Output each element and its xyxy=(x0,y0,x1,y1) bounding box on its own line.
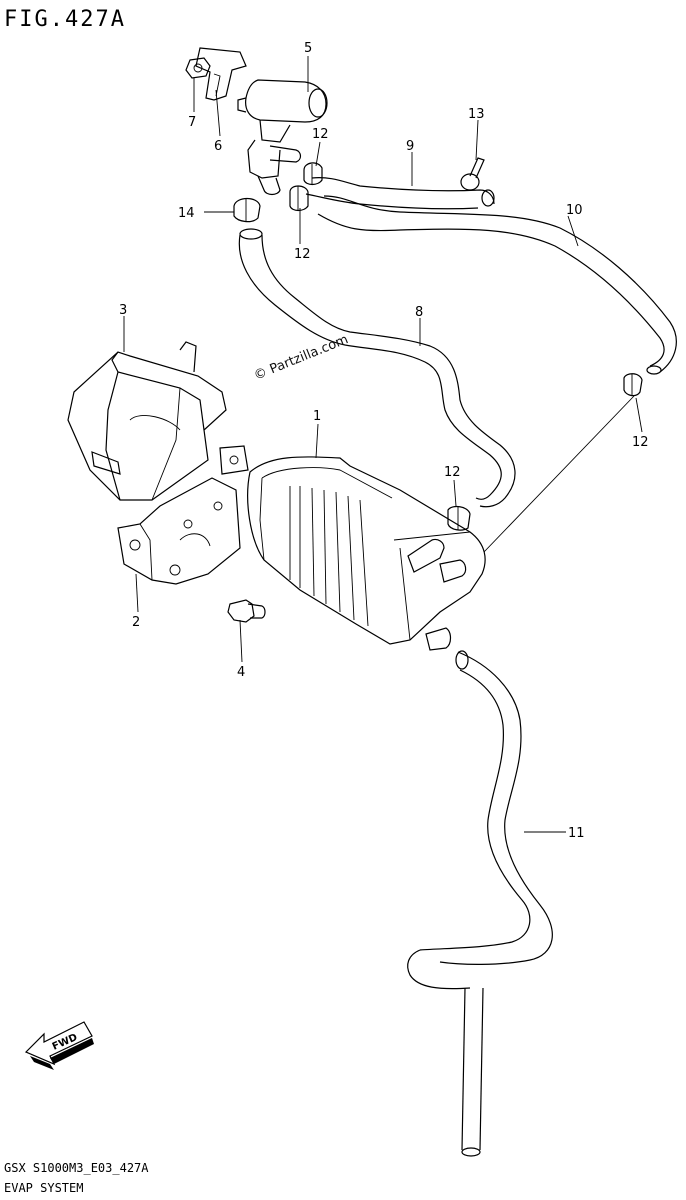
bolt-4 xyxy=(227,599,266,623)
callout-4: 4 xyxy=(237,665,245,680)
watermark: © Partzilla.com xyxy=(252,332,351,383)
hose-8 xyxy=(238,228,516,508)
clamp-14 xyxy=(233,197,261,223)
callout-2: 2 xyxy=(132,615,140,630)
callout-3: 3 xyxy=(119,303,127,318)
clamp-12-canister xyxy=(447,505,471,531)
callout-6: 6 xyxy=(214,139,222,154)
callout-10: 10 xyxy=(566,203,583,218)
clamp-12-mid xyxy=(289,185,309,212)
clamp-12-top xyxy=(303,162,323,186)
hose-9 xyxy=(305,177,495,210)
callout-5: 5 xyxy=(304,41,312,56)
nut-7 xyxy=(185,57,211,79)
callout-1: 1 xyxy=(313,409,321,424)
callout-12-canister: 12 xyxy=(444,465,461,480)
footer-code: GSX S1000M3_E03_427A xyxy=(4,1161,149,1175)
callout-11: 11 xyxy=(568,826,585,841)
footer-subtitle: EVAP SYSTEM xyxy=(4,1181,83,1195)
callout-9: 9 xyxy=(406,139,414,154)
leader-lines xyxy=(123,56,643,833)
bracket-2 xyxy=(117,477,241,585)
callout-8: 8 xyxy=(415,305,423,320)
callout-12-mid: 12 xyxy=(294,247,311,262)
bracket-6 xyxy=(195,47,247,101)
fwd-arrow-icon: FWD xyxy=(24,1021,94,1070)
clamp-13 xyxy=(460,157,485,191)
callout-13: 13 xyxy=(468,107,485,122)
clamp-12-right xyxy=(623,373,643,397)
callout-7: 7 xyxy=(188,115,196,130)
cover-3 xyxy=(67,341,249,501)
callouts: 5 6 7 12 12 9 13 10 14 8 3 1 12 12 2 4 1… xyxy=(119,41,649,841)
callout-14: 14 xyxy=(178,206,195,221)
callout-12-right: 12 xyxy=(632,435,649,450)
valve-5 xyxy=(237,79,328,196)
canister-1 xyxy=(247,456,486,651)
hose-10 xyxy=(317,195,677,375)
figure-title: FIG.427A xyxy=(4,7,126,32)
callout-12-top: 12 xyxy=(312,127,329,142)
hose-11 xyxy=(407,650,553,1157)
